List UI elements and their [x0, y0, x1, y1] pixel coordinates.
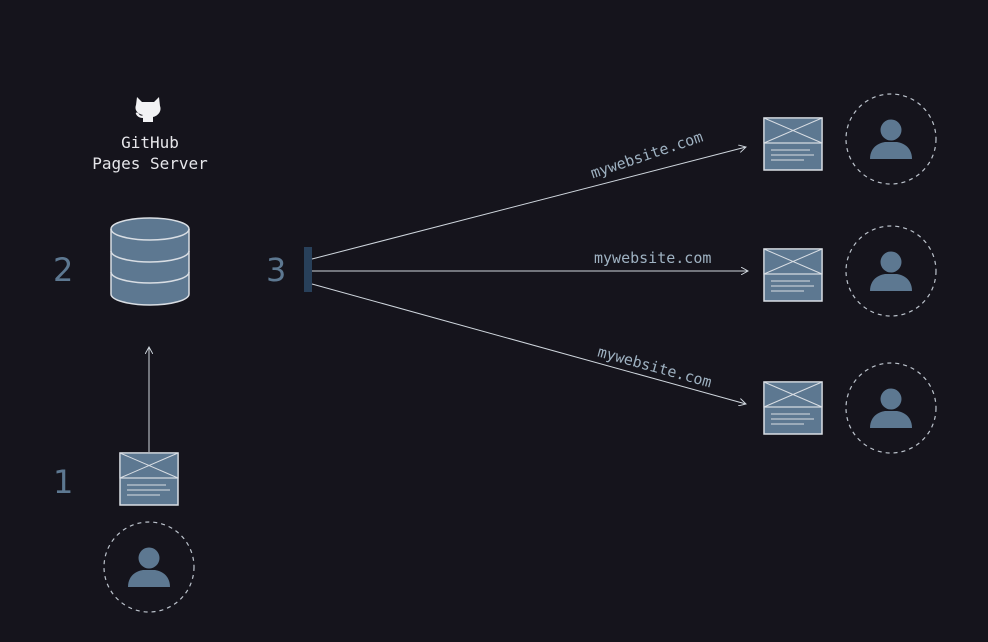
url-label: mywebsite.com — [594, 249, 712, 267]
database-server-icon — [110, 217, 190, 306]
visitor-user-icon — [845, 362, 937, 454]
distribution-connector — [304, 247, 312, 292]
step-number-3: 3 — [266, 251, 287, 289]
developer-user-icon — [103, 521, 195, 613]
server-name-line1: GitHub — [121, 133, 179, 152]
visitor-webpage-icon — [763, 117, 823, 171]
server-name-line2: Pages Server — [92, 154, 208, 173]
visitor-webpage-icon — [763, 381, 823, 435]
visitor-user-icon — [845, 225, 937, 317]
step-number-1: 1 — [53, 463, 74, 501]
visitor-user-icon — [845, 93, 937, 185]
step-number-2: 2 — [53, 251, 74, 289]
distribution-arrow-1 — [311, 147, 746, 260]
distribution-arrow-3 — [311, 283, 746, 404]
github-octocat-icon — [135, 97, 161, 122]
visitor-webpage-icon — [763, 248, 823, 302]
server-label: GitHub Pages Server — [60, 132, 240, 174]
developer-webpage-icon — [119, 452, 179, 506]
